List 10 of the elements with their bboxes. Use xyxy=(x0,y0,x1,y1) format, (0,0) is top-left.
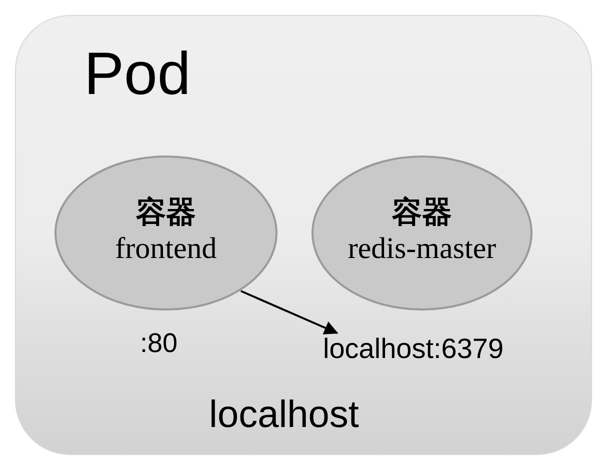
container-name: redis-master xyxy=(348,232,496,265)
container-label: 容器 xyxy=(136,196,196,229)
network-label: localhost xyxy=(209,393,359,437)
address-label: localhost:6379 xyxy=(323,332,504,366)
container-label: 容器 xyxy=(392,196,452,229)
pod-box xyxy=(15,15,592,455)
pod-title: Pod xyxy=(84,39,191,109)
arrow xyxy=(240,290,338,334)
container-name: frontend xyxy=(115,232,217,265)
port-label: :80 xyxy=(140,327,178,359)
